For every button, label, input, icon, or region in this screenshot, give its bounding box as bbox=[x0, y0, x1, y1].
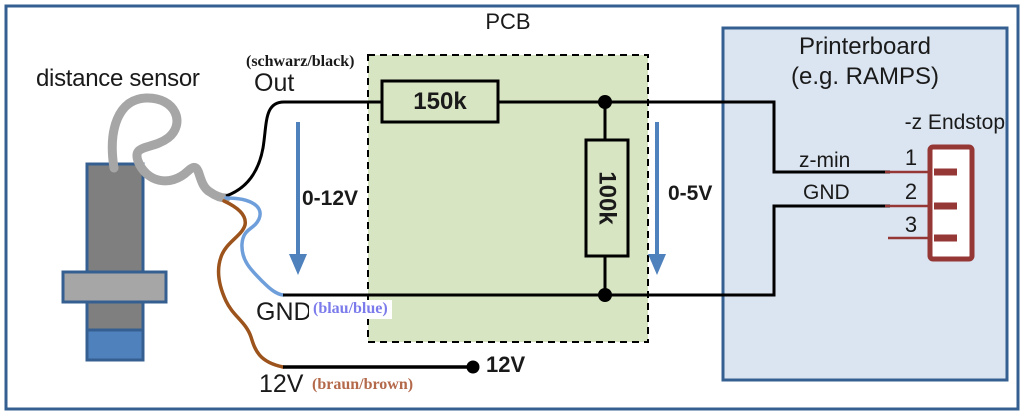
endstop-label: -z Endstop bbox=[904, 111, 1005, 134]
junction-dot-top bbox=[598, 95, 612, 109]
wire-color-brown-label: (braun/brown) bbox=[312, 376, 414, 393]
arrow-0-5v bbox=[648, 122, 666, 275]
wire-gnd-bottom bbox=[283, 204, 890, 297]
wire-out-black bbox=[225, 100, 382, 198]
zmin-label: z-min bbox=[799, 149, 851, 172]
out-label: Out bbox=[254, 69, 295, 97]
12v-net-label: 12V bbox=[486, 352, 526, 377]
wire-color-black-label: (schwarz/black) bbox=[246, 53, 355, 70]
endstop-pin-2 bbox=[934, 202, 957, 210]
endstop-pin-leads bbox=[885, 170, 932, 240]
sensor-cable bbox=[107, 93, 231, 203]
voltage-0-5v-label: 0-5V bbox=[668, 182, 713, 205]
resistor-100k bbox=[584, 138, 630, 258]
endstop-pin-3 bbox=[934, 234, 957, 242]
sensor-tip bbox=[85, 328, 145, 362]
wire-12v-brown bbox=[216, 199, 285, 369]
pin-1-label: 1 bbox=[904, 145, 918, 170]
wire-color-blue-label: (blau/blue) bbox=[309, 300, 392, 319]
12v-label: 12V bbox=[259, 370, 304, 398]
resistor-100k-label: 100k bbox=[593, 171, 621, 225]
sensor-flange bbox=[61, 270, 168, 304]
arrow-0-12v bbox=[289, 122, 307, 275]
endstop-pin-1 bbox=[934, 168, 957, 176]
board-gnd-label: GND bbox=[803, 181, 850, 204]
printerboard-title-line2: (e.g. RAMPS) bbox=[790, 63, 940, 90]
junction-dot-bottom bbox=[598, 288, 612, 302]
pin-2-label: 2 bbox=[904, 179, 918, 204]
resistor-150k-label: 150k bbox=[413, 87, 467, 115]
resistor-150k bbox=[380, 79, 500, 124]
wire-gnd-blue bbox=[224, 196, 285, 297]
printerboard-title-line1: Printerboard bbox=[798, 33, 932, 60]
12v-endpoint-dot bbox=[466, 360, 480, 374]
sensor-label: distance sensor bbox=[36, 65, 200, 92]
voltage-0-12v-label: 0-12V bbox=[302, 187, 359, 210]
outer-frame bbox=[4, 4, 1020, 411]
pin-3-label: 3 bbox=[904, 212, 918, 237]
gnd-label: GND bbox=[256, 298, 312, 326]
pcb-title: PCB bbox=[485, 9, 531, 34]
wire-signal-top bbox=[498, 100, 890, 174]
